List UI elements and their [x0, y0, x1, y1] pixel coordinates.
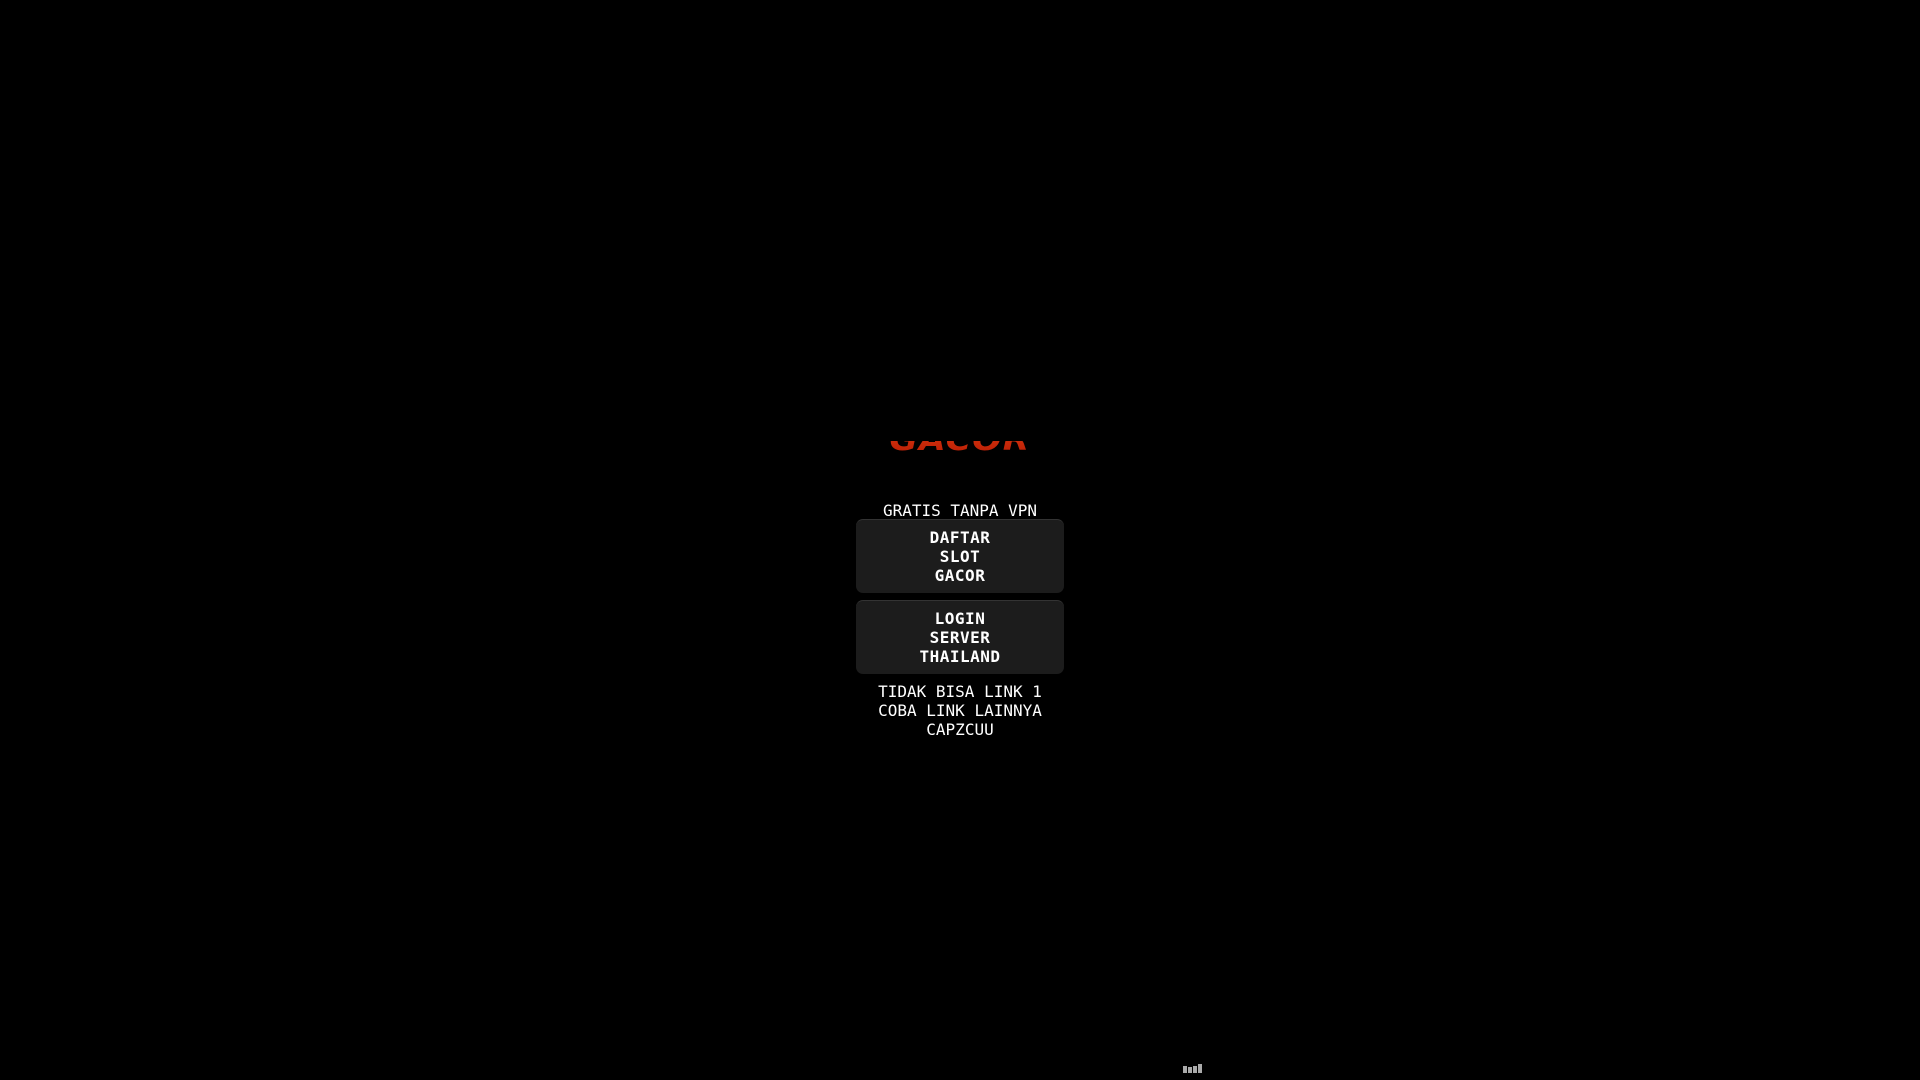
signal-bars-icon [1183, 1064, 1202, 1073]
login-server-thailand-button[interactable]: LOGIN SERVER THAILAND [856, 600, 1064, 674]
button-label-line: LOGIN [934, 609, 986, 628]
button-label-line: SERVER [929, 628, 991, 647]
note-line: TIDAK BISA LINK 1 [878, 682, 1042, 701]
tagline: GRATIS TANPA VPN [882, 501, 1038, 520]
button-label-line: THAILAND [919, 647, 1001, 666]
button-label-line: GACOR [934, 566, 986, 585]
note-line: CAPZCUU [926, 720, 994, 739]
button-label-line: DAFTAR [929, 528, 991, 547]
note-line: COBA LINK LAINNYA [878, 701, 1042, 720]
button-label-line: SLOT [939, 547, 981, 566]
daftar-slot-gacor-button[interactable]: DAFTAR SLOT GACOR [856, 519, 1064, 593]
logo-text: SLOT GACOR [860, 441, 1060, 455]
alternate-link-note: TIDAK BISA LINK 1 COBA LINK LAINNYA CAPZ… [826, 682, 1094, 739]
logo: SLOT GACOR [860, 441, 1060, 455]
